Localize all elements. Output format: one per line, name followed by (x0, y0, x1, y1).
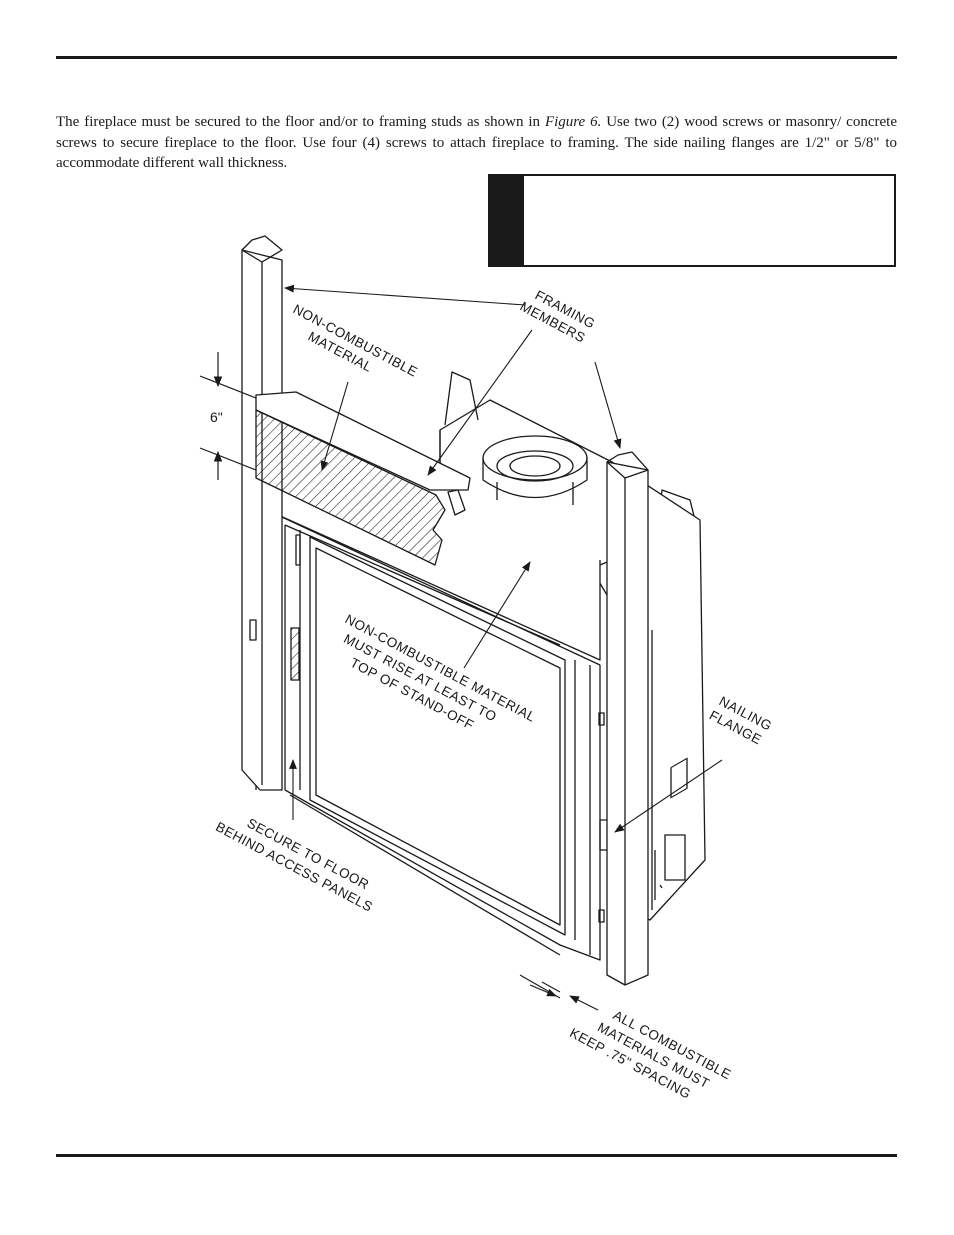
callout-bar (490, 176, 524, 265)
fireplace-drawing (241, 235, 706, 986)
callout-box (488, 174, 896, 267)
intro-text-1: The fireplace must be secured to the flo… (56, 114, 545, 130)
intro-paragraph: The fireplace must be secured to the flo… (56, 112, 897, 174)
top-rule (56, 56, 897, 59)
intro-text-2: Use two (2) wood screws or masonry/ conc… (56, 114, 897, 171)
secure-floor-label-2: BEHIND ACCESS PANELS (213, 819, 375, 915)
leader-lines (284, 284, 723, 1011)
dimension-label: 6" (210, 409, 223, 425)
bottom-rule (56, 1154, 897, 1157)
dimension-6in (199, 352, 257, 480)
figure-reference: Figure 6. (544, 114, 602, 130)
